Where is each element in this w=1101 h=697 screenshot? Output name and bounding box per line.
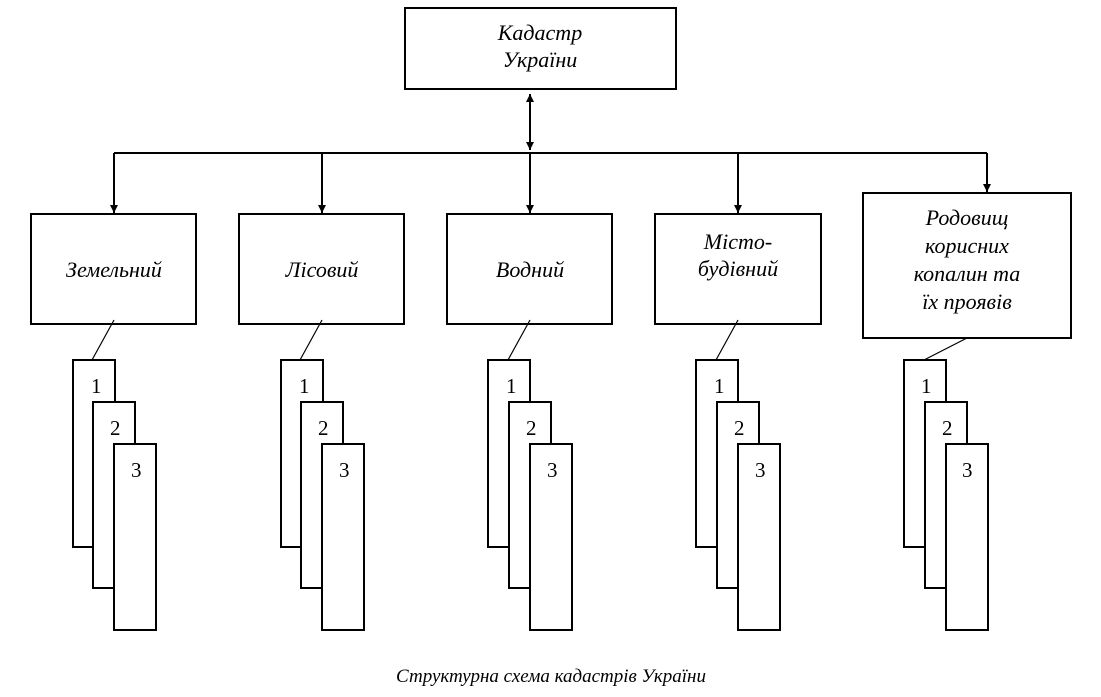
child-label-rodovyshch-line-1: Родовищ <box>925 205 1009 230</box>
sheet-3-label: 3 <box>131 458 142 482</box>
sheet-3 <box>737 443 781 631</box>
sheet-2-label: 2 <box>110 416 121 440</box>
sheet-2-label: 2 <box>526 416 537 440</box>
sheet-2-label: 2 <box>734 416 745 440</box>
diagram-caption: Структурна схема кадастрів України <box>396 666 706 687</box>
root-label-line-1: Кадастр <box>497 20 582 45</box>
sheet-stack-vodnyi: 1 2 3 <box>487 319 573 631</box>
child-node-rodovyshch: Родовищ корисних копалин та їх проявів <box>862 192 1072 339</box>
sheet-3-label: 3 <box>755 458 766 482</box>
root-box <box>404 7 677 90</box>
sheet-3 <box>945 443 989 631</box>
child-label-rodovyshch-line-3: копалин та <box>914 261 1021 286</box>
sheet-3-label: 3 <box>547 458 558 482</box>
child-label-zemelnyi: Земельний <box>66 257 162 282</box>
child-label-rodovyshch-line-2: корисних <box>925 233 1009 258</box>
child-node-zemelnyi: Земельний <box>30 213 197 325</box>
root-node: Кадастр України <box>404 7 677 90</box>
sheet-1-label: 1 <box>299 374 310 398</box>
sheet-1-label: 1 <box>921 374 932 398</box>
sheet-3-label: 3 <box>339 458 350 482</box>
child-node-misto-budivnyi: Місто- будівний <box>654 213 822 325</box>
child-label-misto-budivnyi-line-2: будівний <box>698 256 778 281</box>
sheet-3 <box>113 443 157 631</box>
child-label-lisovyi: Лісовий <box>285 257 359 282</box>
sheet-2-label: 2 <box>318 416 329 440</box>
child-box-misto-budivnyi <box>654 213 822 325</box>
child-box-rodovyshch <box>862 192 1072 339</box>
sheet-connector <box>507 319 531 361</box>
child-node-lisovyi: Лісовий <box>238 213 405 325</box>
child-label-vodnyi: Водний <box>496 257 564 282</box>
sheet-connector <box>299 319 323 361</box>
sheet-1-label: 1 <box>714 374 725 398</box>
child-box-vodnyi <box>446 213 613 325</box>
root-label-line-2: України <box>503 47 578 72</box>
sheet-connector <box>715 319 739 361</box>
sheet-stack-zemelnyi: 1 2 3 <box>72 319 157 631</box>
sheet-connector <box>923 337 968 361</box>
sheet-1-label: 1 <box>506 374 517 398</box>
sheet-2-label: 2 <box>942 416 953 440</box>
sheet-3 <box>529 443 573 631</box>
sheet-stack-lisovyi: 1 2 3 <box>280 319 365 631</box>
child-label-misto-budivnyi-line-1: Місто- <box>703 229 772 254</box>
sheet-connector <box>91 319 115 361</box>
child-label-rodovyshch-line-4: їх проявів <box>922 289 1012 314</box>
sheet-1-label: 1 <box>91 374 102 398</box>
sheet-3 <box>321 443 365 631</box>
sheet-stack-misto-budivnyi: 1 2 3 <box>695 319 781 631</box>
child-box-lisovyi <box>238 213 405 325</box>
child-node-vodnyi: Водний <box>446 213 613 325</box>
child-box-zemelnyi <box>30 213 197 325</box>
sheet-3-label: 3 <box>962 458 973 482</box>
sheet-stack-rodovyshch: 1 2 3 <box>903 337 989 631</box>
